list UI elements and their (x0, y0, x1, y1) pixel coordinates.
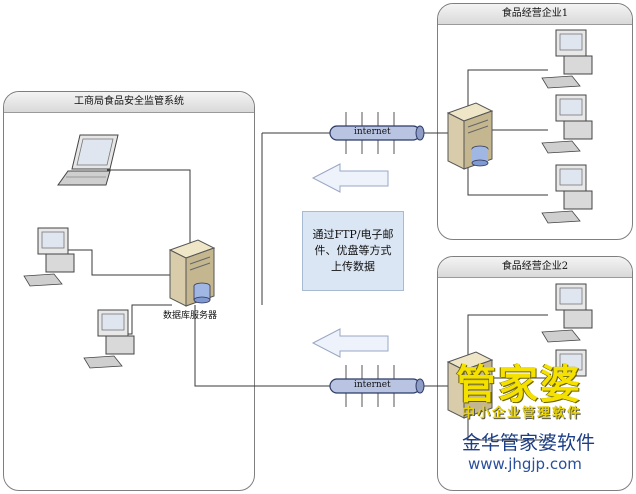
desktop-pc-gov-2 (83, 309, 135, 369)
watermark-logo-text: 管家婆 (456, 361, 582, 408)
gov-panel-title: 工商局食品安全监管系统 (4, 92, 254, 113)
server-label: 数据库服务器 (163, 311, 218, 321)
upload-method-note: 通过FTP/电子邮件、优盘等方式上传数据 (302, 211, 404, 291)
desktop-pc-gov-1 (23, 227, 75, 287)
desktop-pc-e1-3 (541, 164, 593, 224)
watermark-url: www.jhgjp.com (468, 455, 582, 473)
enterprise2-panel-title: 食品经营企业2 (438, 257, 632, 278)
enterprise1-server-icon (446, 102, 494, 170)
laptop-icon (57, 134, 119, 186)
desktop-pc-e1-1 (541, 29, 593, 89)
desktop-pc-e2-1 (541, 283, 593, 343)
internet-label-top: internet (354, 127, 391, 137)
internet-pipe-bottom (329, 365, 425, 407)
enterprise2-panel: 食品经营企业2 (437, 256, 633, 491)
desktop-pc-e1-2 (541, 94, 593, 154)
internet-pipe-top (329, 112, 425, 154)
upload-method-text: 通过FTP/电子邮件、优盘等方式上传数据 (312, 228, 394, 273)
desktop-pc-e2-2 (555, 349, 587, 377)
watermark-brand: 金华管家婆软件 (462, 432, 596, 454)
internet-label-bottom: internet (354, 380, 391, 390)
upload-arrow-bottom (311, 328, 389, 358)
database-server-icon (168, 239, 216, 307)
enterprise1-panel-title: 食品经营企业1 (438, 4, 632, 25)
watermark-slogan: 中小企业管理软件 (462, 406, 583, 421)
upload-arrow-top (311, 163, 389, 193)
enterprise2-server-icon (446, 351, 494, 419)
